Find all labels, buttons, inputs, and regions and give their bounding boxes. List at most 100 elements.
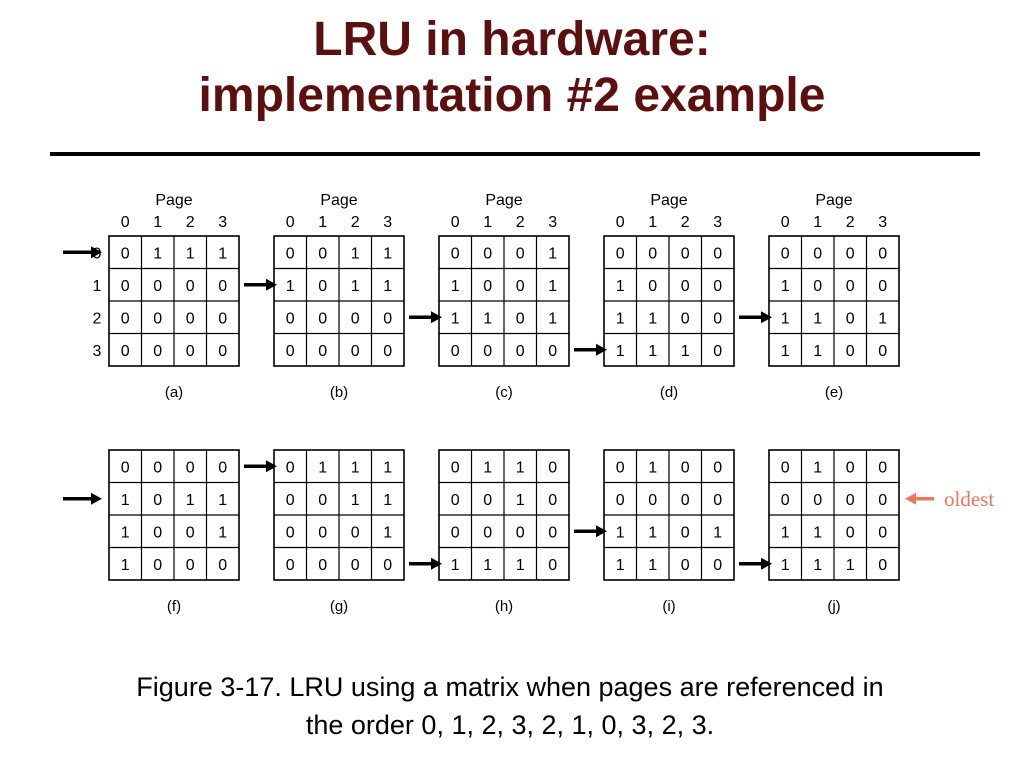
matrix-cell-value: 0 xyxy=(383,343,392,360)
slide-title-line-1: LRU in hardware: xyxy=(313,13,711,66)
matrix-cell-value: 0 xyxy=(616,492,625,509)
matrix-cell-value: 0 xyxy=(318,343,327,360)
column-label: 1 xyxy=(483,214,492,231)
matrix-cell-value: 0 xyxy=(648,245,657,262)
matrix-cell-value: 1 xyxy=(781,343,790,360)
matrix-cell-value: 0 xyxy=(218,310,227,327)
matrix-cell-value: 0 xyxy=(153,278,162,295)
matrix-cell-value: 1 xyxy=(648,459,657,476)
matrix-cell-value: 1 xyxy=(813,343,822,360)
page-header-label: Page xyxy=(155,192,192,209)
matrix-cell-value: 1 xyxy=(813,310,822,327)
matrix-cell-value: 0 xyxy=(878,343,887,360)
matrix-cell-value: 1 xyxy=(781,278,790,295)
column-label: 1 xyxy=(318,214,327,231)
page-header-label: Page xyxy=(320,192,357,209)
matrix-cell-value: 1 xyxy=(483,459,492,476)
matrix-cell-value: 0 xyxy=(318,245,327,262)
matrix-cell-value: 0 xyxy=(813,278,822,295)
matrix-cell-value: 0 xyxy=(286,459,295,476)
matrix-cell-value: 1 xyxy=(451,557,460,574)
matrix-cell-value: 0 xyxy=(218,557,227,574)
matrix-cell-value: 0 xyxy=(186,459,195,476)
title-divider xyxy=(50,152,980,156)
matrix-cell-value: 0 xyxy=(681,524,690,541)
matrix-cell-value: 1 xyxy=(781,524,790,541)
matrix-cell-value: 1 xyxy=(616,524,625,541)
subfigure-label: (g) xyxy=(330,598,348,615)
column-label: 3 xyxy=(383,214,392,231)
matrix-cell-value: 1 xyxy=(548,245,557,262)
matrix-cell-value: 1 xyxy=(846,557,855,574)
matrix-cell-value: 0 xyxy=(681,245,690,262)
matrix-cell-value: 0 xyxy=(286,310,295,327)
matrix-cell-value: 0 xyxy=(781,492,790,509)
matrix-cell-value: 0 xyxy=(516,278,525,295)
matrix-cell-value: 1 xyxy=(153,245,162,262)
reference-arrow-head xyxy=(761,311,772,324)
column-label: 3 xyxy=(218,214,227,231)
matrix-cell-value: 1 xyxy=(648,524,657,541)
oldest-arrow-head xyxy=(905,492,916,505)
figure-caption: Figure 3-17. LRU using a matrix when pag… xyxy=(20,668,1000,744)
matrix-cell-value: 0 xyxy=(186,557,195,574)
matrix-cell-value: 1 xyxy=(383,459,392,476)
matrix-cell-value: 1 xyxy=(483,310,492,327)
matrix-cell-value: 0 xyxy=(451,524,460,541)
matrix-cell-value: 1 xyxy=(781,310,790,327)
subfigure-label: (a) xyxy=(165,384,183,401)
matrix-cell-value: 0 xyxy=(781,245,790,262)
matrix-cell-value: 0 xyxy=(548,524,557,541)
matrix-cell-value: 0 xyxy=(351,524,360,541)
subfigure-label: (e) xyxy=(825,384,843,401)
matrix-cell-value: 1 xyxy=(616,557,625,574)
matrix-cell-value: 0 xyxy=(153,492,162,509)
matrix-cell-value: 0 xyxy=(218,343,227,360)
subfigure-label: (i) xyxy=(662,598,675,615)
page-header-label: Page xyxy=(815,192,852,209)
matrix-cell-value: 0 xyxy=(351,310,360,327)
matrix-cell-value: 1 xyxy=(351,492,360,509)
row-label: 3 xyxy=(93,343,102,360)
slide-title: LRU in hardware: implementation #2 examp… xyxy=(0,12,1024,124)
row-label: 1 xyxy=(93,278,102,295)
matrix-cell-value: 1 xyxy=(616,310,625,327)
matrix-cell-value: 0 xyxy=(153,343,162,360)
matrix-cell-value: 0 xyxy=(878,278,887,295)
matrix-cell-value: 0 xyxy=(713,343,722,360)
matrix-cell-value: 1 xyxy=(451,278,460,295)
matrix-cell-value: 0 xyxy=(681,492,690,509)
matrix-cell-value: 0 xyxy=(846,310,855,327)
reference-arrow-head xyxy=(596,343,607,356)
matrix-cell-value: 1 xyxy=(516,459,525,476)
matrix-cell-value: 0 xyxy=(286,524,295,541)
matrix-cell-value: 1 xyxy=(681,343,690,360)
subfigure-label: (b) xyxy=(330,384,348,401)
matrix-cell-value: 0 xyxy=(483,343,492,360)
matrix-cell-value: 0 xyxy=(846,343,855,360)
matrix-cell-value: 0 xyxy=(483,524,492,541)
matrix-cell-value: 0 xyxy=(318,310,327,327)
column-label: 0 xyxy=(616,214,625,231)
matrix-cell-value: 0 xyxy=(681,310,690,327)
matrix-cell-value: 0 xyxy=(153,557,162,574)
matrix-cell-value: 1 xyxy=(218,524,227,541)
matrix-cell-value: 0 xyxy=(318,278,327,295)
matrix-cell-value: 0 xyxy=(878,557,887,574)
matrix-cell-value: 0 xyxy=(548,343,557,360)
matrix-cell-value: 1 xyxy=(813,524,822,541)
matrix-cell-value: 1 xyxy=(218,245,227,262)
matrix-cell-value: 1 xyxy=(383,278,392,295)
column-label: 1 xyxy=(813,214,822,231)
matrix-cell-value: 0 xyxy=(616,459,625,476)
matrix-cell-value: 1 xyxy=(351,278,360,295)
matrix-cell-value: 0 xyxy=(121,245,130,262)
matrix-cell-value: 1 xyxy=(383,245,392,262)
subfigure-label: (j) xyxy=(827,598,840,615)
matrix-cell-value: 0 xyxy=(516,524,525,541)
matrix-cell-value: 0 xyxy=(451,459,460,476)
matrix-cell-value: 1 xyxy=(351,459,360,476)
matrix-cell-value: 1 xyxy=(548,310,557,327)
subfigure-label: (f) xyxy=(167,598,181,615)
matrix-cell-value: 0 xyxy=(878,524,887,541)
